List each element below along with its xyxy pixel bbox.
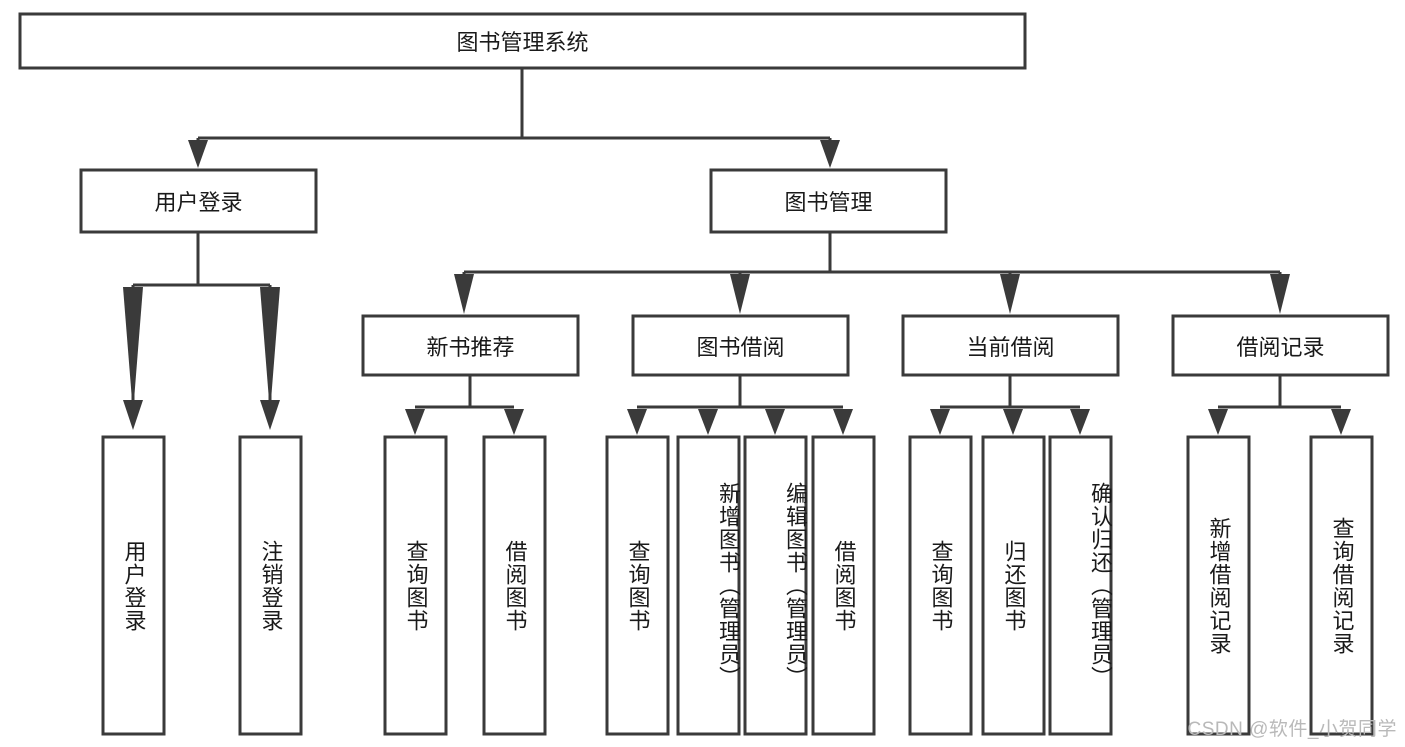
node-box-borrow-record[interactable] [1171,314,1390,377]
node-box-leaf-7[interactable] [811,435,876,736]
node-box-leaf-6[interactable] [743,435,808,736]
node-box-leaf-9[interactable] [981,435,1046,736]
arrow-tip-leaf-user-login [123,400,143,430]
watermark-text: CSDN @软件_小贺同学 [1187,719,1397,740]
node-box-leaf-10[interactable] [1048,435,1113,736]
arrow-tip-leaf-logout [260,400,280,430]
arrow-head-nbr-leaf-1 [405,409,425,435]
node-box-leaf-11[interactable] [1186,435,1251,736]
arrow-head-nbr-leaf-2 [504,409,524,435]
node-box-user-login[interactable] [79,168,318,234]
arrow-head-new-book-rec [454,274,474,314]
arrow-head-bb-leaf-2 [698,409,718,435]
node-box-new-book-recommend[interactable] [361,314,580,377]
arrow-head-current-borrow [1000,274,1020,314]
arrow-head-bb-leaf-1 [627,409,647,435]
connectors-new-book-rec-to-leaves [405,375,524,435]
connectors-root-to-level2 [188,68,840,168]
arrow-head-br-leaf-2 [1331,409,1351,435]
node-box-leaf-8[interactable] [908,435,973,736]
connectors-user-login-to-leaves [123,232,280,430]
arrow-head-bb-leaf-3 [765,409,785,435]
node-box-book-borrow[interactable] [631,314,850,377]
connectors-borrow-record-to-leaves [1208,375,1351,435]
connectors-book-borrow-to-leaves [627,375,853,435]
node-box-book-management[interactable] [709,168,948,234]
node-box-leaf-4[interactable] [605,435,670,736]
arrow-head-user-login [188,140,208,168]
node-box-root[interactable] [18,12,1027,70]
node-box-leaf-2[interactable] [383,435,448,736]
node-box-current-borrow[interactable] [901,314,1120,377]
node-box-leaf-5[interactable] [676,435,741,736]
connectors-current-borrow-to-leaves [930,375,1090,435]
arrow-head-br-leaf-1 [1208,409,1228,435]
arrow-head-bb-leaf-4 [833,409,853,435]
node-box-leaf-3[interactable] [482,435,547,736]
node-box-leaf-1[interactable] [238,435,303,736]
node-box-leaf-0[interactable] [101,435,166,736]
arrow-head-book-mgmt [820,140,840,168]
arrow-head-book-borrow [730,274,750,314]
arrow-head-cb-leaf-2 [1003,409,1023,435]
arrow-head-cb-leaf-3 [1070,409,1090,435]
arrow-head-cb-leaf-1 [930,409,950,435]
node-box-leaf-12[interactable] [1309,435,1374,736]
connectors-book-mgmt-to-level3 [454,232,1290,314]
arrow-head-borrow-record [1270,274,1290,314]
